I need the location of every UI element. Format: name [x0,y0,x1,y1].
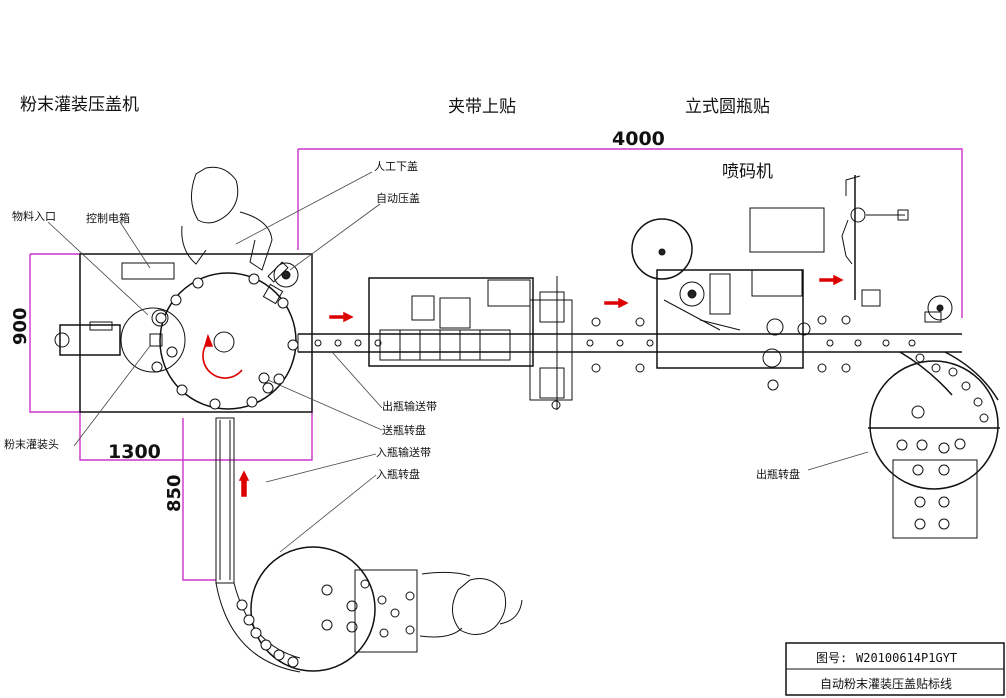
dim-machine-width: 1300 [108,441,161,463]
infeed-conveyor [215,417,235,584]
round-bottle-labeler [631,207,825,369]
title-belt-top-labeling: 夹带上贴 [448,97,516,117]
dimension-lines [29,148,963,581]
title-inkjet-coder: 喷码机 [722,162,773,182]
inkjet-coder [841,175,953,323]
arrow-icon [819,274,844,286]
infeed-turntable [215,546,418,673]
dim-conveyor-length: 850 [164,474,185,512]
flow-arrow-up [238,470,250,497]
label-control-box: 控制电箱 [86,211,130,225]
label-bottle-feed-turntable: 送瓶转盘 [382,423,426,437]
drawing-no-label: 图号: [816,651,847,665]
label-bottle-in-turntable: 入瓶转盘 [376,467,420,481]
conveyor-rollers [551,315,851,410]
person-icon [419,571,523,638]
label-powder-filling-head: 粉末灌装头 [4,437,59,451]
label-manual-cap-placing: 人工下盖 [374,159,418,173]
drawing-no: W20100614P1GYT [856,651,957,665]
title-powder-filling-capping: 粉末灌装压盖机 [20,95,139,115]
label-auto-capping: 自动压盖 [376,191,420,205]
dim-total-length: 4000 [612,128,665,150]
outfeed-turntable [868,351,1000,539]
label-bottle-out-turntable: 出瓶转盘 [756,467,800,481]
arrow-icon [604,297,629,309]
person-icon [181,166,273,271]
dim-machine-height: 900 [10,307,31,345]
leader-lines [47,171,869,553]
drawing-name: 自动粉末灌装压盖贴标线 [820,677,952,691]
main-conveyor [297,333,962,353]
control-box [121,262,175,280]
belt-top-labeler [368,276,573,410]
label-bottle-in-conveyor: 入瓶输送带 [376,445,431,459]
arrow-icon [329,311,354,323]
title-block: 图号: W20100614P1GYT 自动粉末灌装压盖贴标线 [785,642,1005,696]
filling-machine [54,253,313,413]
title-round-bottle-labeler: 立式圆瓶贴 [685,97,770,117]
label-bottle-out-conveyor: 出瓶输送带 [382,399,437,413]
label-material-inlet: 物料入口 [12,209,56,223]
